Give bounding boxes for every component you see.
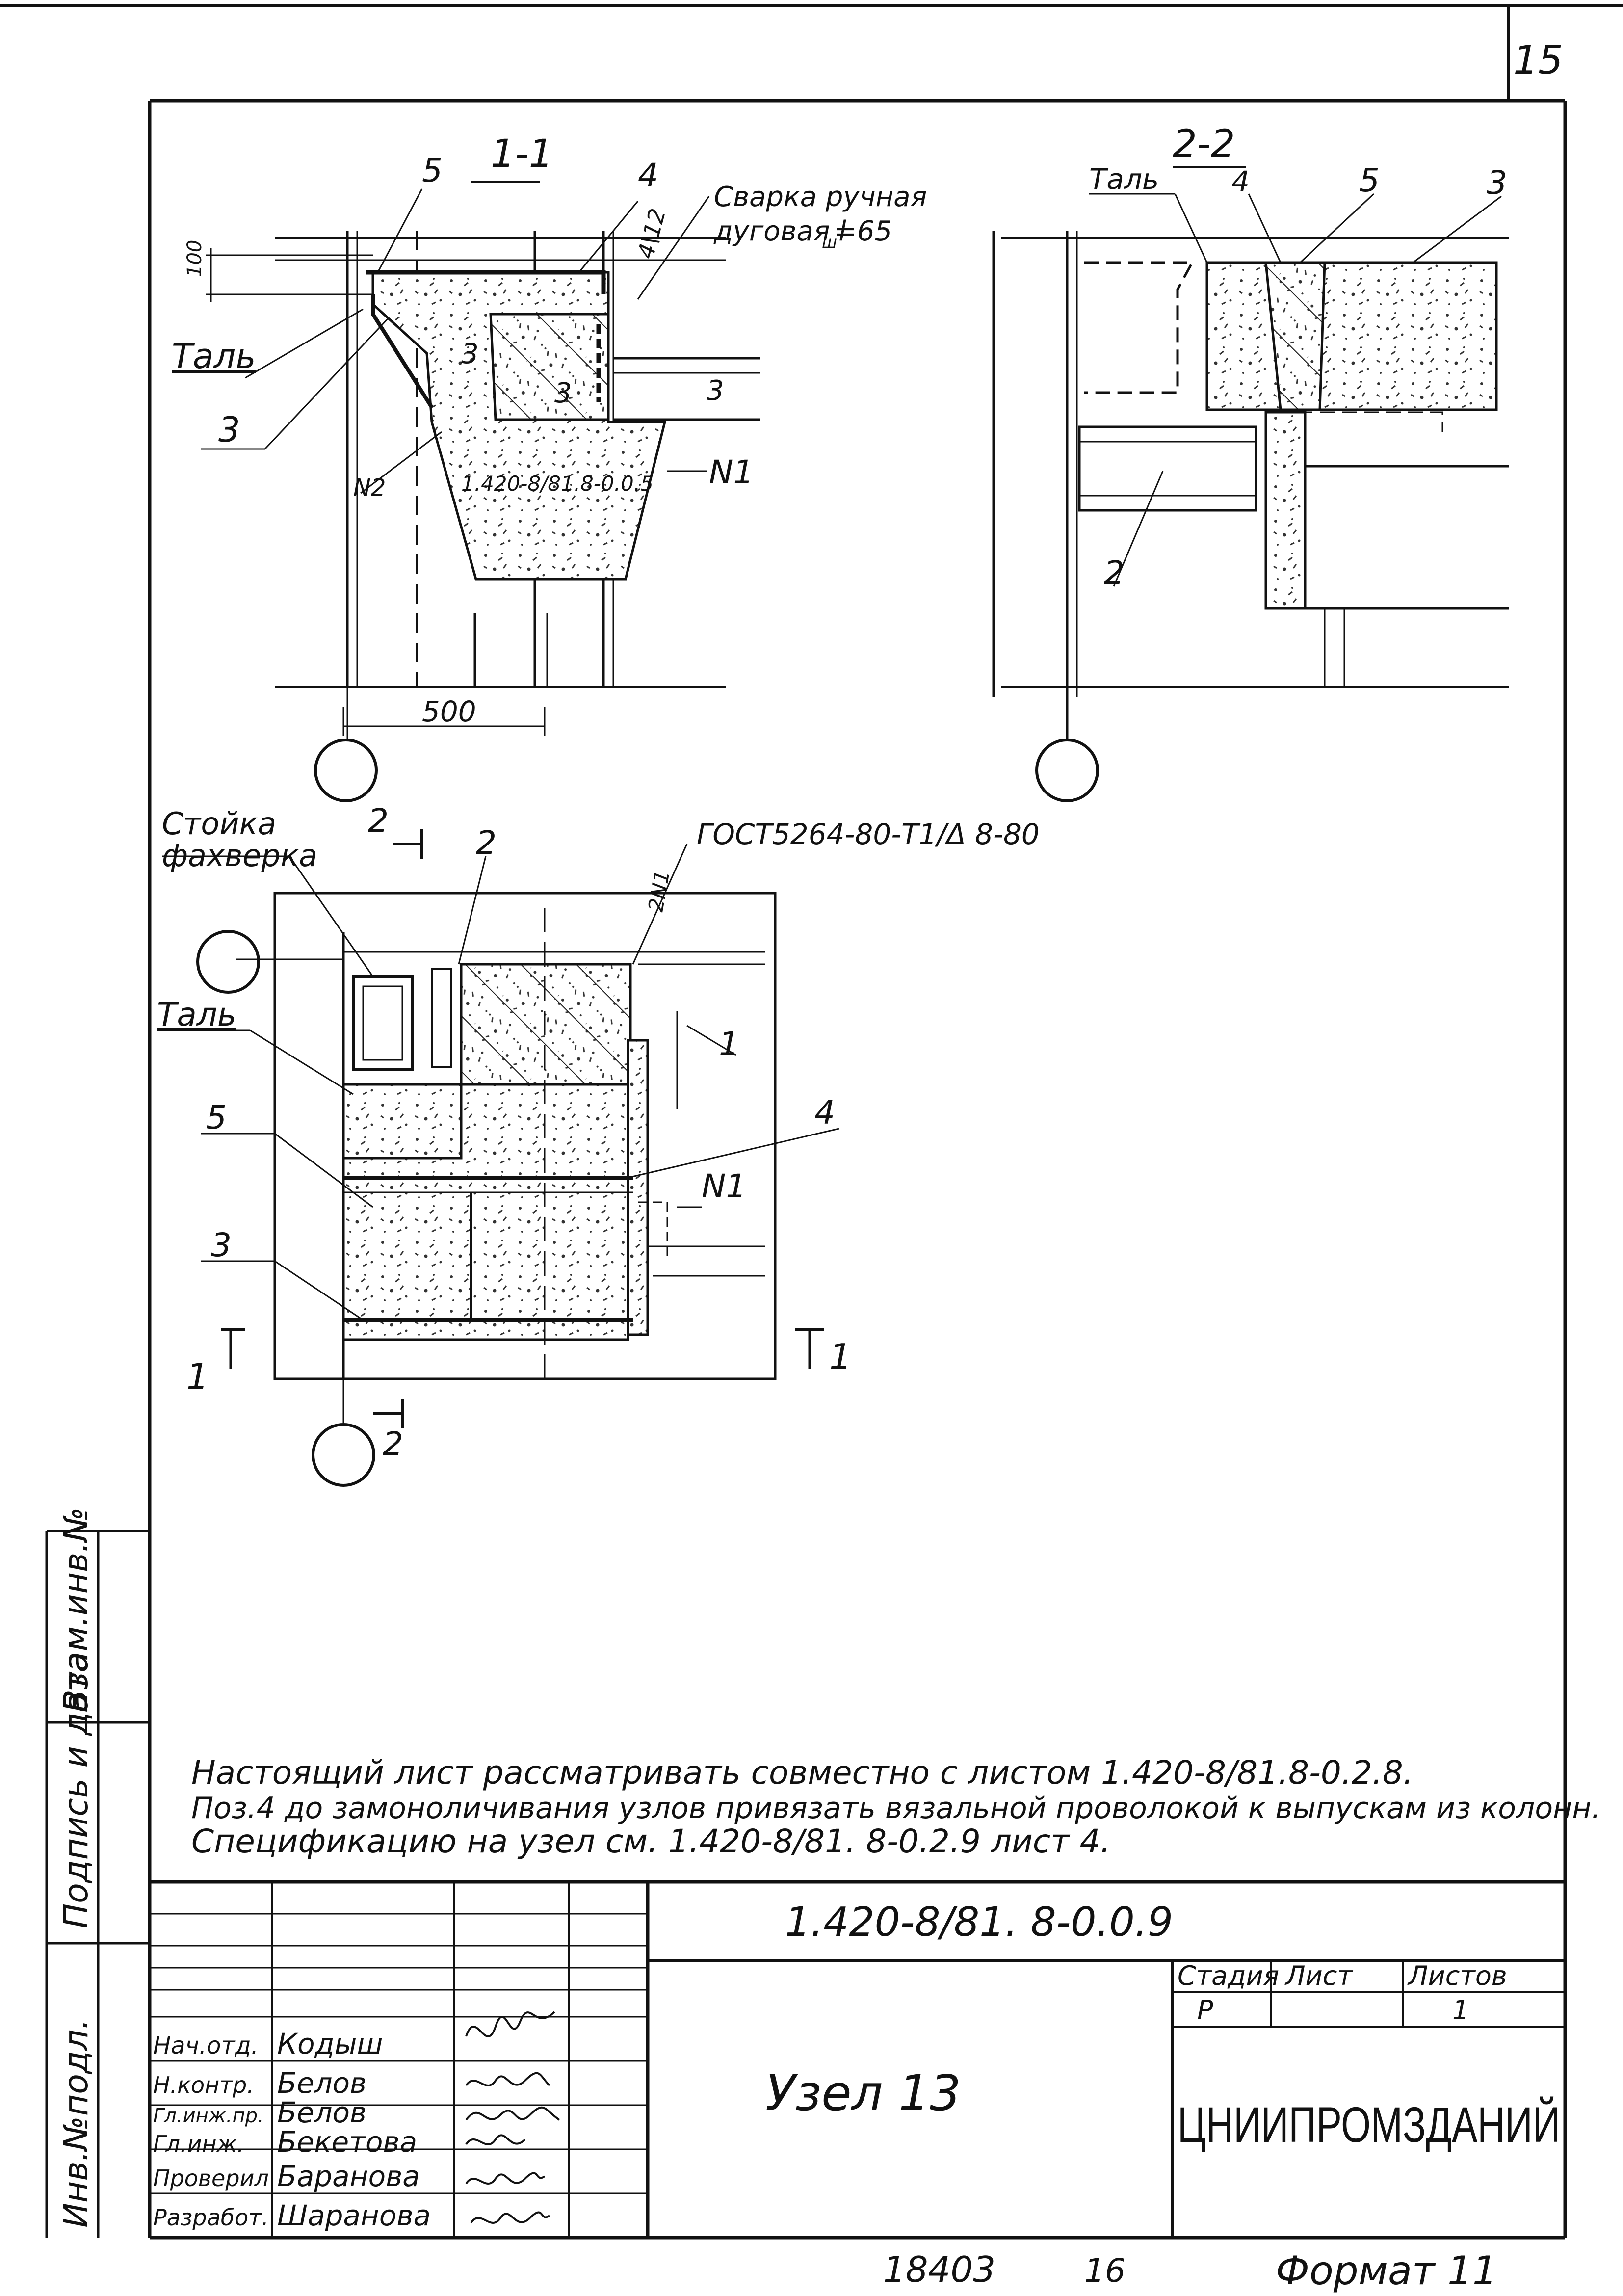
page-number: 15 [1513, 37, 1563, 83]
section-1-label-3b: 3 [554, 377, 572, 409]
plan-label-2n1: 2N1 [644, 869, 675, 914]
section-2-label-2: 2 [1104, 554, 1125, 592]
signatures [465, 2011, 560, 2224]
plan-cut-1-left: 1 [186, 1356, 209, 1397]
plan-label-tal: Таль [157, 996, 236, 1033]
signer-name-3: Бекетова [277, 2125, 417, 2159]
plan-label-2-bottom: 2 [383, 1425, 403, 1463]
signer-role-4: Проверил [153, 2165, 269, 2191]
signer-name-4: Баранова [277, 2160, 420, 2193]
signer-name-1: Белов [277, 2066, 366, 2100]
bottom-count: 16 [1084, 2252, 1126, 2290]
title-block-sheets-value: 1 [1452, 1995, 1469, 2026]
section-1-1-drawing [201, 181, 760, 802]
plan-label-5: 5 [206, 1099, 227, 1136]
signer-name-2: Белов [277, 2096, 366, 2129]
section-1-label-n1: N1 [709, 453, 754, 491]
section-1-label-5: 5 [422, 152, 443, 189]
section-2-2-drawing [992, 166, 1509, 802]
format-label: Формат 11 [1276, 2248, 1497, 2294]
plan-label-3: 3 [211, 1226, 232, 1264]
signer-name-5: Шаранова [277, 2199, 431, 2232]
title-block [150, 1880, 1565, 2238]
title-block-sheet-header: Лист [1284, 1960, 1353, 1991]
section-1-label-n2: N2 [353, 474, 386, 501]
section-1-welding-val: =65 [834, 215, 892, 247]
side-stamp-vzam: Взам.инв.№ [57, 1507, 96, 1713]
plan-label-2b: 2 [476, 824, 497, 862]
signer-role-1: Н.контр. [153, 2072, 254, 2098]
title-block-title: Узел 13 [765, 2064, 961, 2122]
plan-label-fakhverk: фахверка [162, 838, 317, 873]
section-1-dim-500: 500 [422, 695, 476, 728]
title-block-stage-header: Стадия [1178, 1960, 1279, 1991]
section-2-label-5: 5 [1359, 161, 1380, 199]
signer-role-2: Гл.инж.пр. [153, 2105, 264, 2127]
section-1-label-3c: 3 [707, 375, 724, 407]
note-line-1: Настоящий лист рассматривать совместно с… [191, 1754, 1414, 1792]
note-line-2: Поз.4 до замоноличивания узлов привязать… [191, 1791, 1601, 1825]
plan-label-stoika: Стойка [162, 806, 276, 842]
section-1-label-4-12: 4\12 [632, 206, 671, 262]
plan-gost: ГОСТ5264-80-Т1/Δ 8-80 [697, 818, 1040, 851]
plan-label-1: 1 [719, 1025, 739, 1063]
section-1-label-3a: 3 [461, 338, 479, 370]
title-block-sheets-header: Листов [1407, 1960, 1507, 1991]
signer-name-0: Кодыш [277, 2027, 383, 2060]
signer-role-0: Нач.отд. [153, 2032, 259, 2059]
bottom-number: 18403 [883, 2249, 995, 2290]
side-stamp [45, 1530, 150, 2238]
section-1-label-4: 4 [638, 157, 658, 194]
signer-role-3: Гл.инж. [153, 2131, 244, 2157]
section-2-label-4: 4 [1231, 165, 1250, 198]
section-2-label-tal: Таль [1089, 162, 1159, 196]
side-stamp-podpis: Подпись и дата [57, 1652, 96, 1928]
section-1-dim-100: 100 [183, 240, 206, 277]
plan-label-4: 4 [814, 1094, 835, 1132]
axis-bubble-2 [1035, 739, 1099, 802]
note-line-3: Спецификацию на узел см. 1.420-8/81. 8-0… [191, 1822, 1111, 1860]
section-1-label-3: 3 [218, 410, 240, 450]
section-1-ref-note: 1.420-8/81.8-0.0.5 [461, 472, 654, 496]
section-2-label-3: 3 [1487, 164, 1507, 202]
plan-view-drawing [157, 829, 839, 1487]
section-2-title: 2-2 [1173, 122, 1235, 166]
side-stamp-inv-podl: Инв.№подл. [57, 2019, 96, 2228]
axis-bubble-4 [312, 1423, 375, 1487]
section-1-welding-sub: ш [822, 233, 837, 252]
title-block-stage-value: Р [1197, 1995, 1213, 2026]
axis-bubble-1 [314, 739, 378, 802]
section-1-welding-note-2: дуговая l [713, 215, 846, 247]
title-block-organization: ЦНИИПРОМЗДАНИЙ [1178, 2097, 1560, 2153]
plan-label-n1: N1 [702, 1167, 746, 1205]
section-1-label-tal: Таль [172, 336, 256, 376]
document-code: 1.420-8/81. 8-0.0.9 [785, 1899, 1173, 1946]
signer-role-5: Разработ. [153, 2204, 269, 2231]
plan-label-2-top: 2 [368, 802, 389, 840]
section-1-welding-note: Сварка ручная [714, 181, 927, 213]
plan-cut-1-right: 1 [829, 1336, 852, 1377]
axis-bubble-3 [196, 930, 260, 994]
section-1-title: 1-1 [491, 132, 553, 176]
